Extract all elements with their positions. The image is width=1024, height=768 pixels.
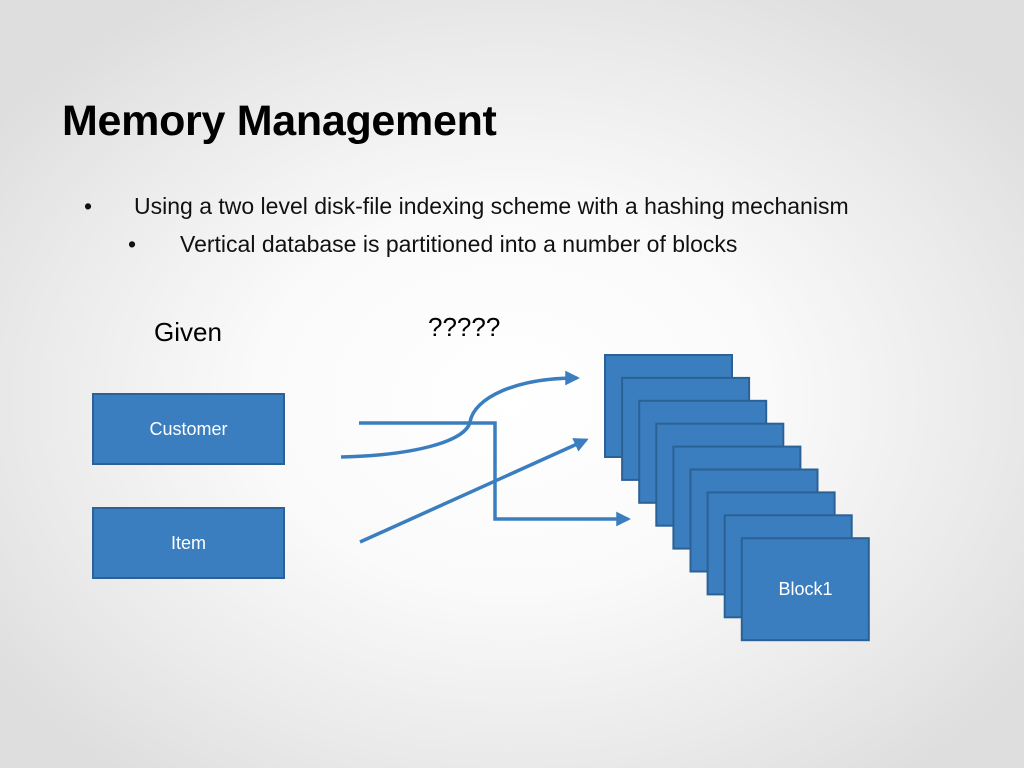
block-rect	[604, 354, 733, 458]
unknown-mapping-label: ?????	[428, 312, 501, 342]
item-box: Item	[92, 507, 285, 579]
block-rect	[638, 399, 768, 504]
curved-arrow	[340, 370, 580, 459]
bullet-text: Vertical database is partitioned into a …	[180, 231, 738, 257]
given-label: Given	[154, 317, 222, 347]
bullet-marker: •	[128, 231, 137, 257]
bullet-marker: •	[84, 193, 93, 219]
block-rect	[655, 422, 785, 527]
block-rect	[672, 445, 802, 550]
elbow-arrow	[359, 421, 631, 527]
diagonal-arrow	[359, 438, 589, 544]
bullet-text: Using a two level disk-file indexing sch…	[134, 193, 849, 219]
block1-label: Block1	[778, 578, 833, 599]
slide-title: Memory Management	[62, 97, 497, 145]
customer-box: Customer	[92, 393, 285, 465]
block-rect	[621, 376, 751, 481]
